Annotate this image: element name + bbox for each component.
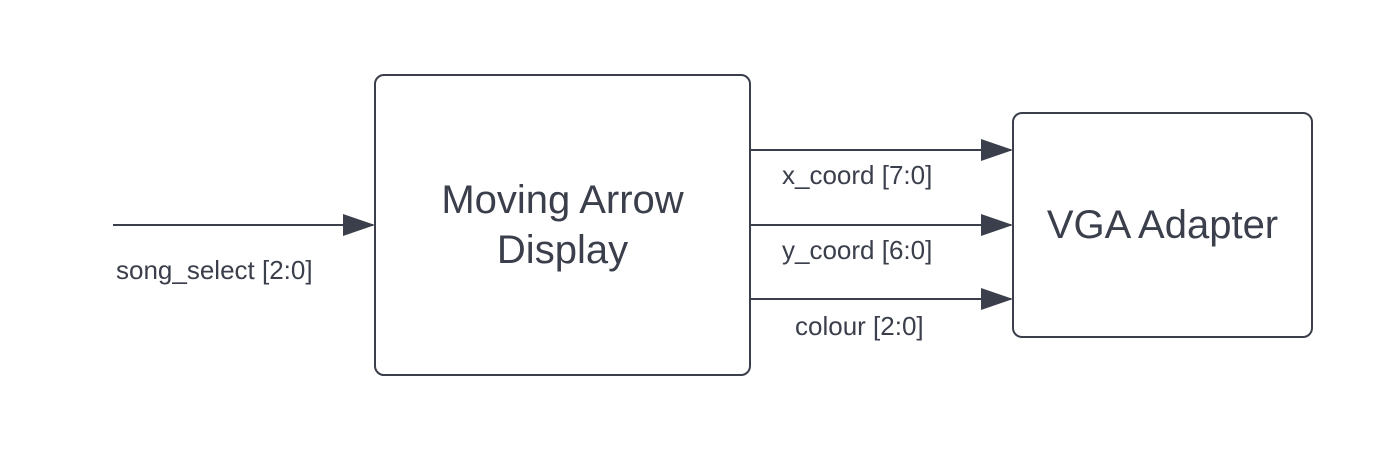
song-select-label: song_select [2:0] — [116, 255, 313, 285]
vga-adapter-block: VGA Adapter — [1012, 112, 1313, 338]
y-coord-label: y_coord [6:0] — [782, 235, 933, 265]
vga-adapter-label: VGA Adapter — [1046, 203, 1279, 247]
moving-arrow-display-block: Moving Arrow Display — [374, 74, 751, 376]
colour-label: colour [2:0] — [795, 311, 924, 341]
x-coord-label: x_coord [7:0] — [782, 160, 933, 190]
moving-arrow-display-label: Moving Arrow Display — [441, 178, 684, 272]
